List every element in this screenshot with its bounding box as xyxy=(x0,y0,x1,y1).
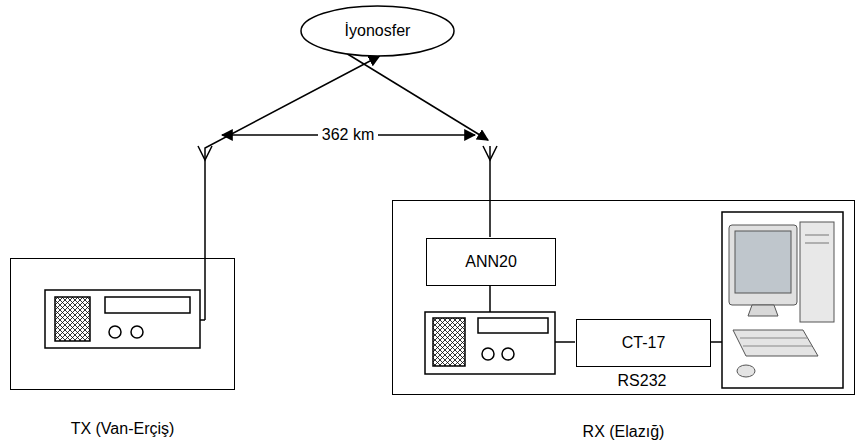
computer-picture xyxy=(722,212,843,388)
ionosphere-ellipse: İyonosfer xyxy=(300,5,455,57)
antenna-symbol xyxy=(483,146,497,237)
port-label: RS232 xyxy=(614,371,671,390)
box-label: İyonosfer xyxy=(345,21,411,40)
box-label: CT-17 xyxy=(622,333,666,352)
box-label: ANN20 xyxy=(465,252,517,271)
radio-symbol xyxy=(425,312,555,374)
station-caption: TX (Van-Erçiş) xyxy=(11,419,234,438)
interface-box: CT-17 xyxy=(576,319,711,367)
tuner-box: ANN20 xyxy=(426,238,556,286)
receiver-station: RX (Elazığ)ANN20CT-17 xyxy=(392,200,855,395)
distance-label: 362 km xyxy=(318,125,378,144)
ellipse-outline xyxy=(301,6,454,56)
signal-path xyxy=(205,56,380,258)
radio-symbol xyxy=(45,290,200,348)
transmitter-station: TX (Van-Erçiş) xyxy=(10,258,235,390)
station-caption: RX (Elazığ) xyxy=(393,422,854,441)
